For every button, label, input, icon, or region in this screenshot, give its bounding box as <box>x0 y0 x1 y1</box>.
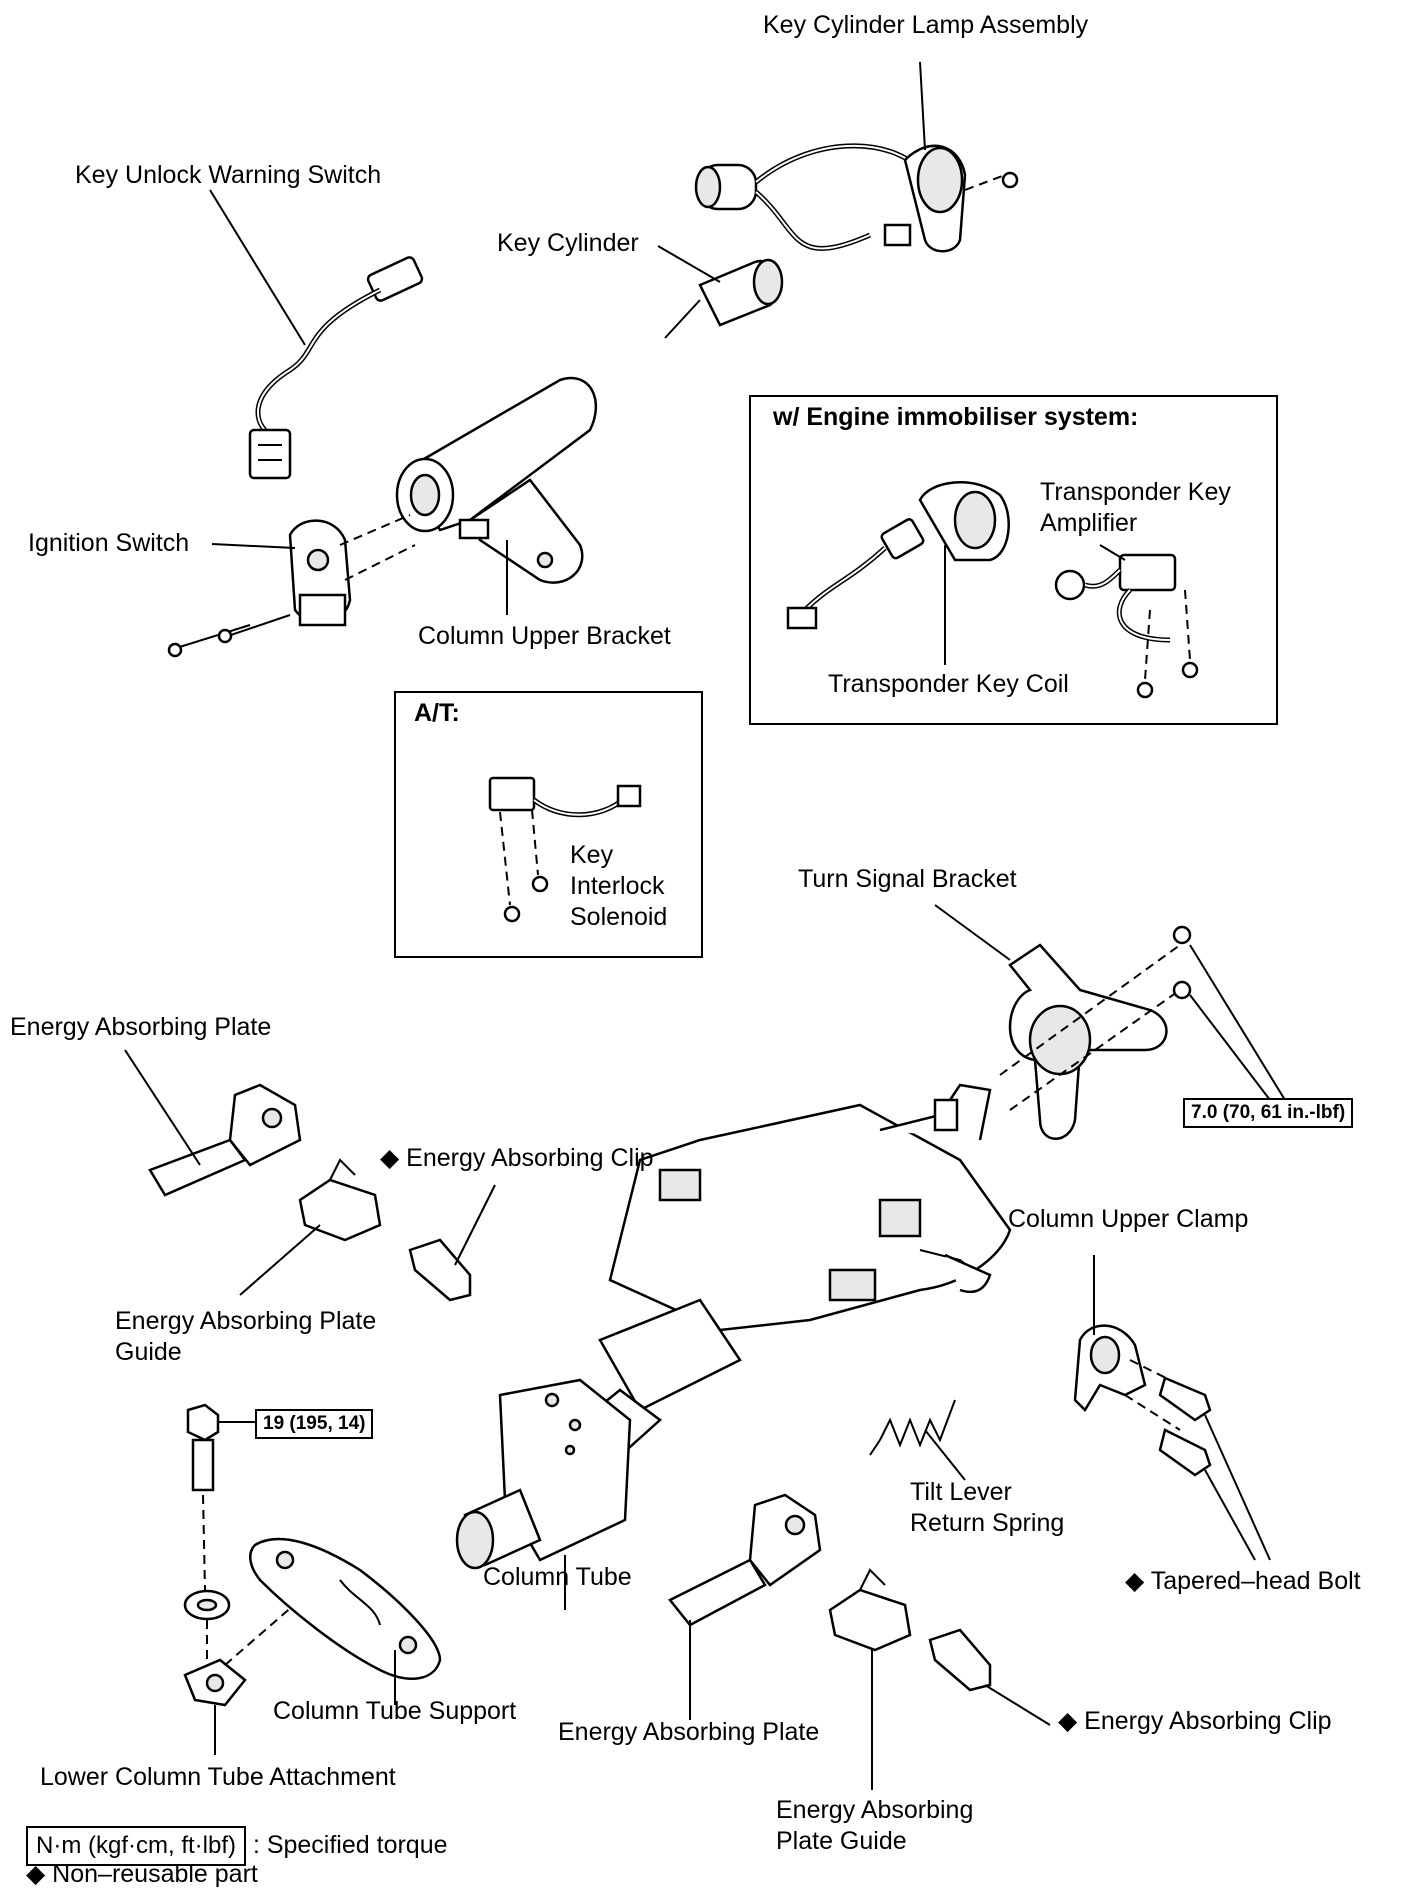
label-tapered-head-bolt: ◆ Tapered–head Bolt <box>1125 1567 1361 1595</box>
at-inset-box <box>394 691 703 958</box>
legend-specified-torque: N·m (kgf·cm, ft·lbf) : Specified torque <box>26 1826 448 1866</box>
label-energy-absorbing-plate-guide-bottom-line2: Plate Guide <box>776 1827 907 1855</box>
label-transponder-key-amplifier-line2: Amplifier <box>1040 509 1138 537</box>
label-lower-column-tube-attachment: Lower Column Tube Attachment <box>40 1763 396 1791</box>
label-energy-absorbing-clip-bottom: ◆ Energy Absorbing Clip <box>1058 1707 1332 1735</box>
label-energy-absorbing-plate-guide-bottom-line1: Energy Absorbing <box>776 1796 974 1824</box>
legend-torque-desc: : Specified torque <box>252 1831 448 1859</box>
label-key-cylinder: Key Cylinder <box>497 229 639 257</box>
label-column-tube-support: Column Tube Support <box>273 1697 517 1725</box>
label-column-upper-bracket: Column Upper Bracket <box>418 622 671 650</box>
transponder-key-coil-part <box>786 481 1010 630</box>
key-cylinder-part <box>664 258 784 339</box>
label-turn-signal-bracket: Turn Signal Bracket <box>798 865 1017 893</box>
steering-column-part <box>455 1083 1012 1570</box>
label-transponder-key-coil: Transponder Key Coil <box>828 670 1069 698</box>
energy-absorbing-plate-guide-bottom-part <box>828 1568 912 1652</box>
transponder-key-amplifier-part <box>1054 553 1199 699</box>
label-energy-absorbing-clip-top: ◆ Energy Absorbing Clip <box>380 1144 654 1172</box>
column-tube-support-part <box>249 1537 442 1680</box>
label-column-tube: Column Tube <box>483 1563 632 1591</box>
column-upper-clamp-part <box>1073 1324 1212 1477</box>
ignition-switch-part <box>167 514 416 658</box>
label-key-interlock-solenoid-line1: Key <box>570 841 614 869</box>
label-energy-absorbing-plate-top: Energy Absorbing Plate <box>10 1013 272 1041</box>
legend-torque-unit-box: N·m (kgf·cm, ft·lbf) <box>26 1826 246 1866</box>
label-key-unlock-warning-switch: Key Unlock Warning Switch <box>75 161 382 189</box>
label-immobiliser-title: w/ Engine immobiliser system: <box>773 403 1139 431</box>
energy-absorbing-clip-bottom-part <box>928 1628 992 1692</box>
torque-tag-support-bolt: 19 (195, 14) <box>255 1409 374 1439</box>
torque-tag-turn-signal-bracket: 7.0 (70, 61 in.-lbf) <box>1183 1098 1354 1128</box>
key-interlock-solenoid-part <box>488 776 642 923</box>
immobiliser-inset-box <box>749 395 1278 725</box>
label-key-interlock-solenoid-line3: Solenoid <box>570 903 668 931</box>
legend-non-reusable: ◆ Non–reusable part <box>26 1860 258 1888</box>
energy-absorbing-clip-top-part <box>408 1238 472 1302</box>
label-energy-absorbing-plate-guide-top-line2: Guide <box>115 1338 182 1366</box>
energy-absorbing-plate-guide-top-part <box>298 1158 382 1242</box>
label-tilt-lever-return-spring-line1: Tilt Lever <box>910 1478 1012 1506</box>
label-ignition-switch: Ignition Switch <box>28 529 190 557</box>
label-key-interlock-solenoid-line2: Interlock <box>570 872 665 900</box>
label-energy-absorbing-plate-bottom: Energy Absorbing Plate <box>558 1718 820 1746</box>
label-column-upper-clamp: Column Upper Clamp <box>1008 1205 1249 1233</box>
tilt-lever-return-spring-part <box>869 1399 956 1456</box>
key-unlock-warning-switch-part <box>248 256 424 480</box>
label-at-title: A/T: <box>414 699 460 727</box>
label-key-cylinder-lamp-assembly: Key Cylinder Lamp Assembly <box>763 11 1089 39</box>
turn-signal-bracket-part <box>999 925 1192 1140</box>
column-upper-bracket-part <box>395 376 598 584</box>
label-tilt-lever-return-spring-line2: Return Spring <box>910 1509 1065 1537</box>
energy-absorbing-plate-bottom-part <box>668 1493 822 1627</box>
support-bolt-part <box>183 1403 341 1707</box>
energy-absorbing-plate-top-part <box>148 1083 302 1197</box>
label-transponder-key-amplifier-line1: Transponder Key <box>1040 478 1231 506</box>
key-cylinder-lamp-assembly-part <box>694 143 1019 253</box>
label-energy-absorbing-plate-guide-top-line1: Energy Absorbing Plate <box>115 1307 377 1335</box>
